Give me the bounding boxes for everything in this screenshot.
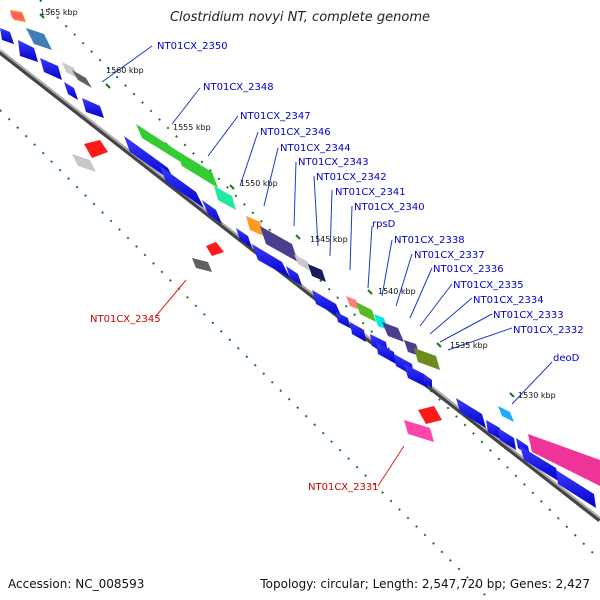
gene-label[interactable]: NT01CX_2340 bbox=[354, 202, 425, 213]
gene-label[interactable]: NT01CX_2345 bbox=[90, 314, 161, 325]
gene-label[interactable]: NT01CX_2334 bbox=[473, 295, 544, 306]
gene-label[interactable]: NT01CX_2350 bbox=[157, 41, 228, 52]
gene-label[interactable]: NT01CX_2344 bbox=[280, 143, 351, 154]
ruler-labels: 1565 kbp 1560 kbp 1555 kbp 1550 kbp 1545… bbox=[40, 8, 556, 400]
gene-block-slate[interactable] bbox=[382, 322, 404, 342]
gene-block-magenta[interactable] bbox=[404, 420, 434, 442]
cds-arrow[interactable] bbox=[40, 58, 62, 80]
gene-labels-forward: NT01CX_2350 NT01CX_2348 NT01CX_2347 NT01… bbox=[157, 41, 584, 364]
cds-arrow[interactable] bbox=[556, 470, 596, 508]
cds-arrow[interactable] bbox=[202, 200, 222, 224]
gene-block-steelblue[interactable] bbox=[26, 28, 52, 50]
kbp-label: 1550 kbp bbox=[240, 179, 278, 188]
gene-label[interactable]: NT01CX_2347 bbox=[240, 111, 311, 122]
accession-text: Accession: NC_008593 bbox=[8, 577, 145, 591]
cds-arrow[interactable] bbox=[350, 322, 366, 342]
cds-arrow[interactable] bbox=[312, 290, 342, 318]
gene-block-lightgray[interactable] bbox=[72, 154, 96, 172]
cds-track-forward bbox=[0, 28, 596, 508]
gene-block-red[interactable] bbox=[84, 140, 108, 158]
cds-arrow[interactable] bbox=[486, 420, 502, 440]
cds-arrow[interactable] bbox=[404, 364, 428, 388]
kbp-label: 1560 kbp bbox=[106, 66, 144, 75]
gene-block-olive[interactable] bbox=[414, 348, 440, 370]
map-title: Clostridium novyi NT, complete genome bbox=[169, 10, 431, 25]
gene-label[interactable]: NT01CX_2333 bbox=[493, 310, 564, 321]
gene-label[interactable]: NT01CX_2332 bbox=[513, 325, 584, 336]
cds-arrow[interactable] bbox=[160, 166, 204, 208]
gene-block-pink[interactable] bbox=[10, 12, 24, 20]
cds-arrow[interactable] bbox=[0, 28, 14, 44]
gene-block-pink[interactable] bbox=[528, 434, 600, 486]
gene-block-teal[interactable] bbox=[214, 186, 236, 210]
gene-block-salmon[interactable] bbox=[346, 296, 360, 310]
label-leaders-forward bbox=[101, 45, 553, 405]
gene-label[interactable]: NT01CX_2336 bbox=[433, 264, 504, 275]
kbp-label: 1540 kbp bbox=[378, 287, 416, 296]
gene-block-darkgray[interactable] bbox=[192, 258, 212, 272]
gene-block-darkgray[interactable] bbox=[72, 70, 92, 88]
gene-label[interactable]: NT01CX_2331 bbox=[308, 482, 379, 493]
gene-label[interactable]: NT01CX_2343 bbox=[298, 157, 369, 168]
gc-dot-line-inner bbox=[0, 109, 491, 600]
kbp-label: 1530 kbp bbox=[518, 391, 556, 400]
topology-text: Topology: circular; Length: 2,547,720 bp… bbox=[260, 577, 590, 591]
cds-arrow[interactable] bbox=[82, 98, 104, 118]
gene-block-green[interactable] bbox=[176, 150, 218, 188]
cds-arrow[interactable] bbox=[286, 266, 302, 286]
gene-label[interactable]: NT01CX_2341 bbox=[335, 187, 406, 198]
gene-block-slate[interactable] bbox=[260, 226, 298, 262]
label-leaders-reverse bbox=[155, 279, 405, 487]
gene-block-red[interactable] bbox=[418, 406, 442, 424]
gene-label[interactable]: NT01CX_2342 bbox=[316, 172, 387, 183]
kbp-label: 1545 kbp bbox=[310, 235, 348, 244]
gene-block-lime[interactable] bbox=[356, 302, 376, 322]
gene-label[interactable]: NT01CX_2338 bbox=[394, 235, 465, 246]
gene-labels-reverse: NT01CX_2345 NT01CX_2331 bbox=[90, 314, 379, 493]
gene-block-lightgray[interactable] bbox=[294, 254, 312, 272]
cds-arrow[interactable] bbox=[64, 82, 78, 100]
gene-label[interactable]: deoD bbox=[553, 353, 580, 364]
cds-arrow[interactable] bbox=[252, 244, 290, 278]
feature-blocks-reverse bbox=[72, 140, 442, 442]
gene-label[interactable]: NT01CX_2348 bbox=[203, 82, 274, 93]
cds-arrow[interactable] bbox=[18, 40, 38, 62]
gene-block-green[interactable] bbox=[136, 124, 184, 164]
kbp-label: 1565 kbp bbox=[40, 8, 78, 17]
gene-label[interactable]: rpsD bbox=[372, 219, 396, 230]
gene-block-navy[interactable] bbox=[308, 264, 326, 282]
kbp-label: 1535 kbp bbox=[450, 341, 488, 350]
cds-arrow[interactable] bbox=[236, 228, 252, 248]
feature-blocks-forward bbox=[10, 10, 600, 486]
cds-arrow[interactable] bbox=[336, 312, 350, 328]
cds-arrow[interactable] bbox=[376, 342, 396, 364]
cds-arrow[interactable] bbox=[498, 428, 516, 450]
gene-label[interactable]: NT01CX_2337 bbox=[414, 250, 485, 261]
gene-label[interactable]: NT01CX_2346 bbox=[260, 127, 331, 138]
cds-arrow[interactable] bbox=[520, 446, 560, 482]
gene-block-red[interactable] bbox=[206, 242, 224, 256]
gene-label[interactable]: NT01CX_2335 bbox=[453, 280, 524, 291]
gene-block-lightgray[interactable] bbox=[62, 62, 78, 78]
gene-block-orange[interactable] bbox=[246, 216, 264, 236]
gene-block-skyblue[interactable] bbox=[498, 406, 514, 422]
cds-arrow[interactable] bbox=[424, 374, 432, 388]
cds-arrow[interactable] bbox=[456, 398, 486, 428]
kbp-label: 1555 kbp bbox=[173, 123, 211, 132]
